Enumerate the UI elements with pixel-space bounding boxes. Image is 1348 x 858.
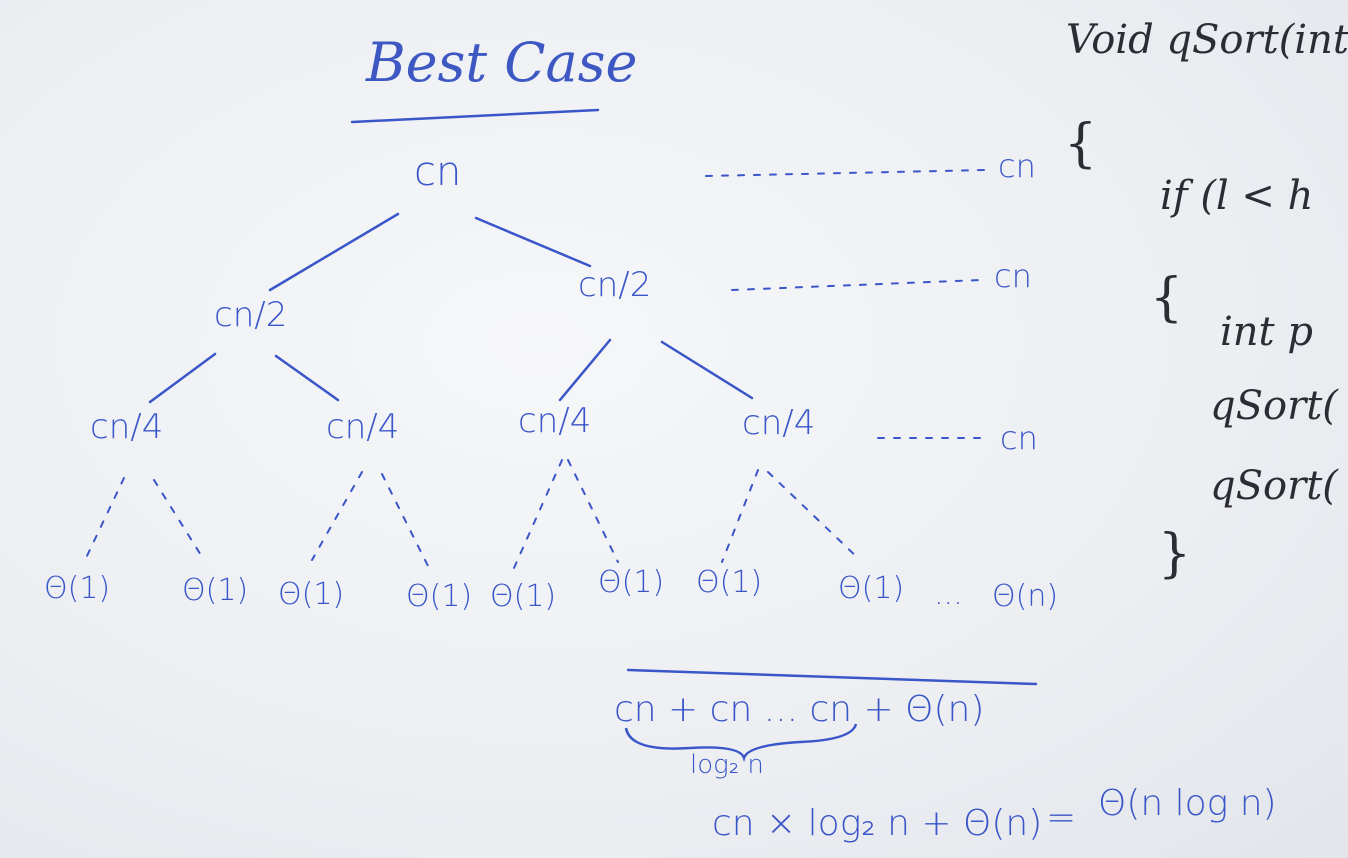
code-signature: Void qSort(int a	[1066, 17, 1348, 63]
code-inner-open: {	[1150, 268, 1184, 328]
dash-edge	[85, 477, 125, 559]
title-underline	[350, 108, 600, 124]
edge-l1a-right	[274, 354, 340, 402]
code-if: if (l < h	[1160, 173, 1314, 219]
tree-leaf: Θ(1)	[44, 571, 111, 606]
dash-edge	[381, 473, 429, 567]
row-cost: cn	[994, 257, 1032, 295]
row-cost: cn	[1000, 419, 1038, 457]
dash-edge	[721, 469, 759, 563]
tree-node-l2: cn/4	[326, 407, 400, 447]
tree-leaf: Θ(1)	[838, 571, 905, 606]
brace-label: log₂ n	[690, 750, 764, 780]
edge-root-right	[474, 216, 592, 268]
dash-edge	[767, 471, 861, 561]
row-dash-1	[705, 169, 987, 177]
tree-leaf: Θ(1)	[406, 579, 473, 614]
log-underbrace	[624, 723, 858, 763]
dash-edge	[513, 459, 563, 569]
dash-edge	[567, 459, 619, 563]
edge-l1b-right	[660, 340, 754, 400]
sum-overline	[626, 668, 1038, 686]
tree-node-l1: cn/2	[214, 295, 288, 335]
edge-l1b-left	[558, 338, 612, 402]
tree-node-l2: cn/4	[742, 403, 816, 443]
code-open-brace: {	[1064, 114, 1098, 174]
edge-root-left	[268, 212, 400, 292]
row-dash-2	[731, 279, 981, 291]
tree-leaf: Θ(1)	[490, 579, 557, 614]
code-inner-close: }	[1158, 524, 1192, 584]
dash-edge	[153, 479, 205, 561]
leaf-total: Θ(n)	[992, 579, 1059, 614]
code-line1: int p	[1220, 309, 1313, 355]
result-lhs: cn × log₂ n + Θ(n)	[712, 803, 1043, 844]
tree-node-l2: cn/4	[90, 407, 164, 447]
page-title: Best Case	[366, 31, 638, 94]
tree-leaf: Θ(1)	[598, 565, 665, 600]
code-line2: qSort(	[1210, 383, 1338, 429]
tree-leaf: Θ(1)	[278, 577, 345, 612]
summation-expression: cn + cn ... cn + Θ(n)	[614, 689, 985, 730]
result-rhs: Θ(n log n)	[1098, 783, 1277, 824]
leaf-ellipsis: ...	[934, 577, 963, 612]
row-cost: cn	[998, 147, 1036, 185]
tree-leaf: Θ(1)	[182, 573, 249, 608]
tree-root: cn	[414, 149, 462, 195]
result-equals: =	[1046, 797, 1077, 838]
dash-edge	[311, 471, 363, 561]
edge-l1a-left	[148, 352, 217, 404]
tree-node-l2: cn/4	[518, 401, 592, 441]
tree-leaf: Θ(1)	[696, 565, 763, 600]
tree-node-l1: cn/2	[578, 265, 652, 305]
code-line3: qSort(	[1210, 463, 1338, 509]
